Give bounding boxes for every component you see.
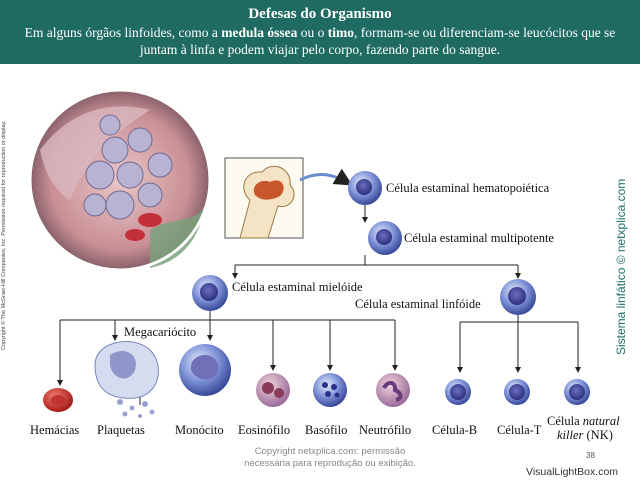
cell-b bbox=[445, 379, 471, 405]
site-link[interactable]: VisualLightBox.com bbox=[526, 466, 619, 478]
label-stem-linfoide: Célula estaminal linfóide bbox=[355, 297, 481, 311]
cell-eosinofilo bbox=[256, 373, 290, 407]
label-stem-multi: Célula estaminal multipotente bbox=[404, 231, 554, 245]
slide-title: Defesas do Organismo bbox=[248, 6, 392, 22]
cell-multipotent bbox=[368, 221, 402, 255]
cell-t bbox=[504, 379, 530, 405]
page-number: 38 bbox=[586, 451, 595, 460]
nk-text-1: Célula bbox=[547, 414, 583, 428]
label-stem-hemato: Célula estaminal hematopoiética bbox=[386, 181, 550, 195]
nk-italic-killer: killer bbox=[557, 428, 584, 442]
nk-italic-natural: natural bbox=[582, 414, 620, 428]
nk-text-2: (NK) bbox=[583, 428, 613, 442]
cell-megakaryocyte bbox=[94, 341, 159, 418]
desc-bold-timo: timo bbox=[327, 25, 355, 40]
watermark-line-1: Copyright netxplica.com: permissão bbox=[254, 446, 406, 457]
label-eosinofilo: Eosinófilo bbox=[238, 423, 291, 437]
label-stem-mieloide: Célula estaminal mielóide bbox=[232, 280, 363, 294]
cell-basofilo bbox=[313, 373, 347, 407]
copyright-side-text: Copyright © The McGraw-Hill Companies, I… bbox=[1, 100, 11, 350]
label-basofilo: Basófilo bbox=[305, 423, 348, 437]
label-megacariocito: Megacariócito bbox=[124, 325, 197, 339]
label-neutrofilo: Neutrófilo bbox=[359, 423, 412, 437]
label-celula-b: Célula-B bbox=[432, 423, 478, 437]
slide-header: Defesas do Organismo Em alguns órgãos li… bbox=[0, 0, 640, 64]
vertical-credit: Sistema linfático © netxplica.com bbox=[614, 175, 632, 355]
cell-hemacias bbox=[43, 388, 73, 412]
desc-text-3: , formam-se ou diferenciam-se leucócitos… bbox=[139, 25, 616, 57]
cell-monocito bbox=[179, 344, 231, 396]
lineage-lines bbox=[57, 205, 581, 405]
watermark: Copyright netxplica.com: permissão neces… bbox=[230, 446, 430, 470]
desc-bold-medula: medula óssea bbox=[221, 25, 298, 40]
cell-nk bbox=[564, 379, 590, 405]
desc-text-2: ou o bbox=[297, 25, 328, 40]
label-monocito: Monócito bbox=[175, 423, 224, 437]
label-plaquetas: Plaquetas bbox=[97, 423, 145, 437]
slide-description: Em alguns órgãos linfoides, como a medul… bbox=[0, 23, 640, 58]
watermark-line-2: necessária para reprodução ou exibição. bbox=[244, 458, 416, 469]
cell-lymphoid bbox=[500, 279, 536, 315]
copyright-side-label: Copyright © The McGraw-Hill Companies, I… bbox=[1, 120, 7, 350]
bone-inset bbox=[224, 157, 353, 239]
cell-hematopoietic bbox=[348, 171, 382, 205]
desc-text-1: Em alguns órgãos linfoides, como a bbox=[24, 25, 222, 40]
vertical-credit-label: Sistema linfático © netxplica.com bbox=[614, 178, 628, 355]
bone-marrow-micrograph bbox=[28, 88, 212, 272]
label-hemacias: Hemácias bbox=[30, 423, 80, 437]
cell-myeloid bbox=[192, 275, 228, 311]
cell-neutrofilo bbox=[376, 373, 410, 407]
label-celula-t: Célula-T bbox=[497, 423, 542, 437]
